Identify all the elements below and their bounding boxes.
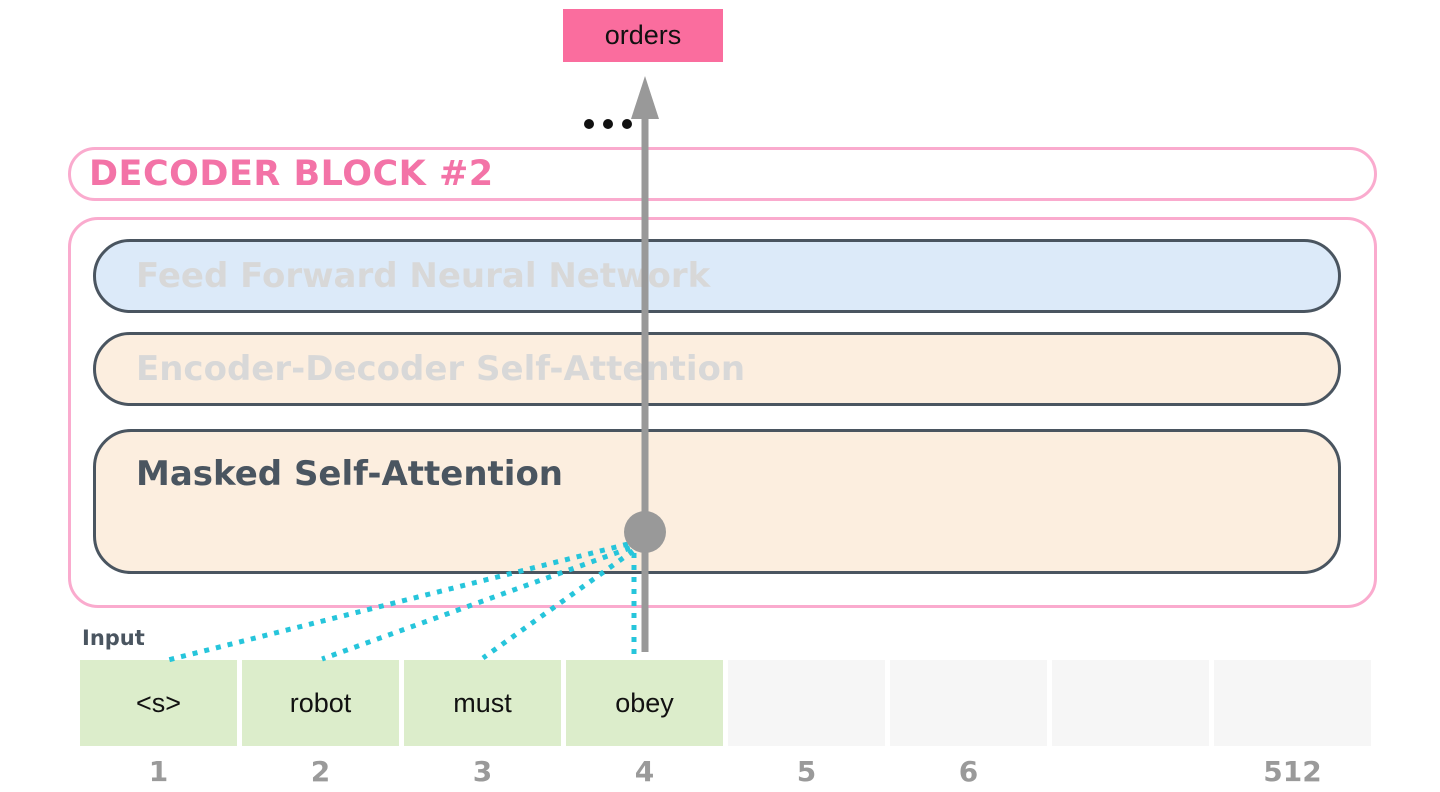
- position-label-5: 5: [796, 754, 817, 788]
- position-label-7: [1052, 752, 1209, 790]
- feed-forward-layer: Feed Forward Neural Network: [93, 239, 1341, 313]
- token-cell-8: [1214, 660, 1371, 746]
- position-label-1: 1: [148, 754, 169, 788]
- decoder-block-2-label: DECODER BLOCK #2: [89, 154, 494, 194]
- ellipsis-dots-icon: [584, 119, 632, 129]
- token-cell-6: [890, 660, 1047, 746]
- decoder-block-2-container: DECODER BLOCK #2: [68, 147, 1377, 201]
- token-cell-3: must: [404, 660, 561, 746]
- output-arrow-head-icon: [631, 76, 659, 119]
- position-label-512: 512: [1263, 754, 1322, 788]
- position-label-4: 4: [634, 754, 655, 788]
- feed-forward-label: Feed Forward Neural Network: [136, 256, 711, 296]
- output-token-label: orders: [604, 20, 682, 50]
- position-label-2: 2: [310, 754, 331, 788]
- encoder-decoder-attention-label: Encoder-Decoder Self-Attention: [136, 349, 746, 389]
- masked-self-attention-label: Masked Self-Attention: [136, 454, 564, 494]
- token-cell-2: robot: [242, 660, 399, 746]
- encoder-decoder-attention-layer: Encoder-Decoder Self-Attention: [93, 332, 1341, 406]
- token-cell-4: obey: [566, 660, 723, 746]
- output-token-box: orders: [563, 9, 723, 62]
- token-cell-5: [728, 660, 885, 746]
- position-label-6: 6: [958, 754, 979, 788]
- token-text: obey: [615, 687, 674, 718]
- input-section-label: Input: [82, 626, 145, 650]
- position-label-3: 3: [472, 754, 493, 788]
- masked-self-attention-layer: Masked Self-Attention: [93, 429, 1341, 574]
- token-cell-1: <s>: [80, 660, 237, 746]
- token-text: must: [453, 687, 512, 718]
- token-cell-7: [1052, 660, 1209, 746]
- decoder-block-inner-container: [68, 217, 1377, 608]
- token-text: <s>: [135, 687, 182, 718]
- token-text: robot: [289, 687, 352, 718]
